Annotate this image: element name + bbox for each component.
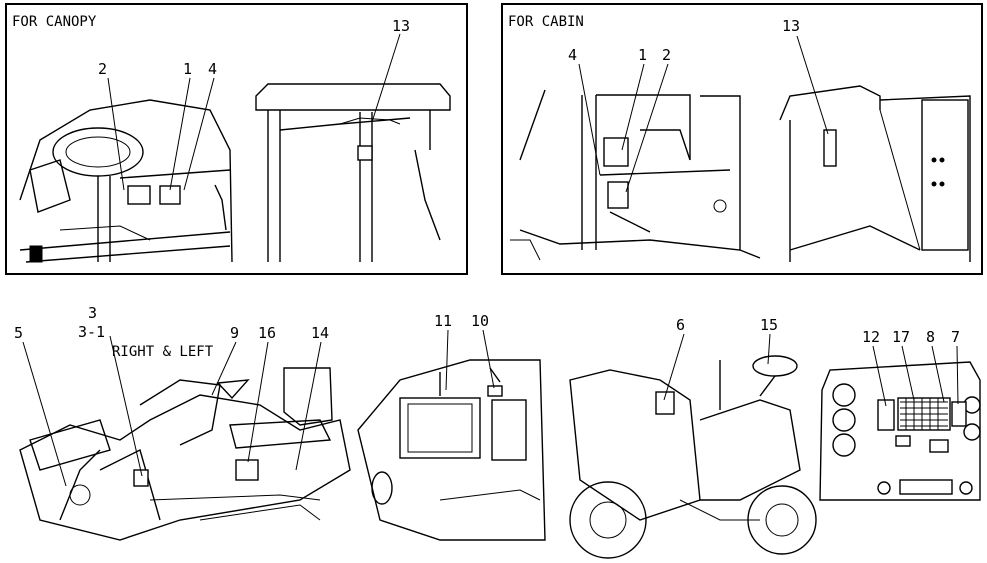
label-cabin-4: 4 xyxy=(568,46,577,64)
canopy-panel-frame xyxy=(5,3,468,275)
label-bottom-14: 14 xyxy=(311,324,329,342)
leader-cabin-13 xyxy=(796,35,829,135)
cabin-panel: FOR CABIN 4 1 2 xyxy=(501,3,983,275)
leader-bottom-9 xyxy=(211,341,237,396)
label-bottom-12: 12 xyxy=(862,328,880,346)
label-bottom-3-1: 3-1 xyxy=(78,323,105,341)
leader-canopy-2 xyxy=(107,77,125,191)
label-bottom-6: 6 xyxy=(676,316,685,334)
leader-bottom-6 xyxy=(663,333,685,401)
loader-side-view xyxy=(569,355,817,559)
label-bottom-11: 11 xyxy=(434,312,452,330)
canopy-operator-station xyxy=(19,99,233,263)
canopy-panel-title: FOR CANOPY xyxy=(12,14,97,30)
label-canopy-13: 13 xyxy=(392,17,410,35)
label-canopy-2: 2 xyxy=(98,60,107,78)
leader-bottom-15 xyxy=(767,333,771,365)
label-canopy-1: 1 xyxy=(183,60,192,78)
leader-cabin-2 xyxy=(625,63,669,193)
leader-bottom-14 xyxy=(295,341,322,471)
leader-bottom-10 xyxy=(482,329,495,389)
canopy-roof xyxy=(255,83,451,262)
leader-bottom-3-1 xyxy=(109,335,143,477)
label-cabin-1: 1 xyxy=(638,46,647,64)
cabin-roof xyxy=(779,85,971,262)
label-cabin-13: 13 xyxy=(782,17,800,35)
engine-compartment-view xyxy=(357,359,546,541)
label-bottom-9: 9 xyxy=(230,324,239,342)
leader-bottom-5 xyxy=(22,341,67,487)
canopy-panel: FOR CANOPY 2 1 4 xyxy=(5,3,468,275)
label-bottom-5: 5 xyxy=(14,324,23,342)
leader-bottom-7 xyxy=(956,345,959,405)
leader-cabin-1 xyxy=(621,63,645,151)
label-bottom-3: 3 xyxy=(88,304,97,322)
leader-canopy-4 xyxy=(183,77,215,191)
leader-cabin-4 xyxy=(578,63,601,176)
label-canopy-4: 4 xyxy=(208,60,217,78)
label-bottom-10: 10 xyxy=(471,312,489,330)
rear-view xyxy=(819,361,981,501)
leader-bottom-17 xyxy=(901,345,915,401)
label-bottom-16: 16 xyxy=(258,324,276,342)
label-right-and-left: RIGHT & LEFT xyxy=(112,344,214,360)
leader-bottom-8 xyxy=(931,345,945,403)
leader-canopy-13 xyxy=(371,33,401,123)
leader-bottom-16 xyxy=(247,341,269,463)
leader-bottom-11 xyxy=(445,329,449,391)
label-bottom-15: 15 xyxy=(760,316,778,334)
label-bottom-8: 8 xyxy=(926,328,935,346)
label-bottom-7: 7 xyxy=(951,328,960,346)
leader-bottom-12 xyxy=(872,345,887,407)
operator-side-view xyxy=(19,367,351,541)
label-cabin-2: 2 xyxy=(662,46,671,64)
cabin-panel-title: FOR CABIN xyxy=(508,14,584,30)
label-bottom-17: 17 xyxy=(892,328,910,346)
cabin-panel-frame xyxy=(501,3,983,275)
leader-canopy-1 xyxy=(169,77,191,191)
